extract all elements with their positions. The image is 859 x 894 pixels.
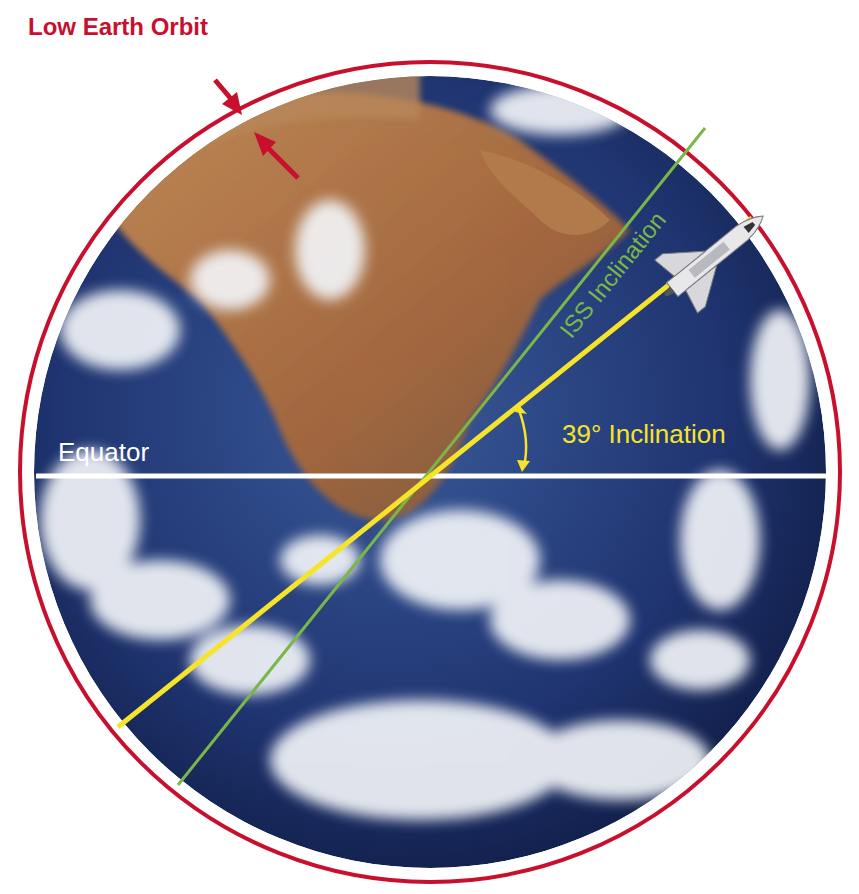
iss-inclination-line <box>178 128 705 785</box>
inclination-label: 39° Inclination <box>562 420 726 449</box>
globe <box>34 62 826 868</box>
angle-arc <box>519 410 526 466</box>
space-shuttle <box>644 190 785 322</box>
pointer-arrows <box>215 80 298 178</box>
equator-label: Equator <box>58 438 149 467</box>
inclination-line <box>118 218 752 727</box>
orbit-label: Low Earth Orbit <box>28 14 208 40</box>
angle-arrowhead <box>515 404 527 414</box>
orbit-ring <box>20 62 840 882</box>
angle-arrowhead <box>517 460 530 472</box>
